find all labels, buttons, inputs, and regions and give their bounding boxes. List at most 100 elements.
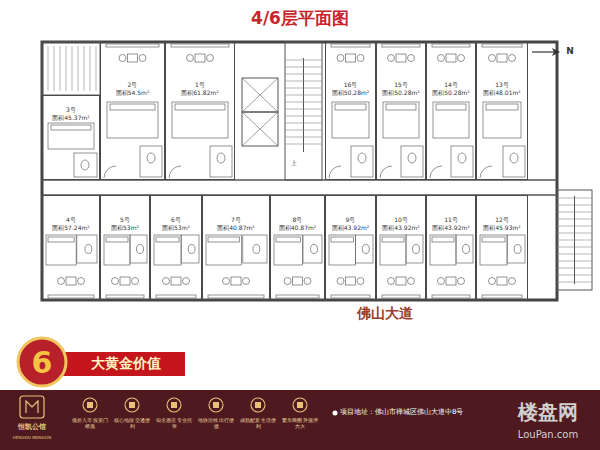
room-area: 面积57.24m²: [52, 224, 89, 232]
toilet: [188, 245, 195, 254]
elevator: [242, 78, 278, 112]
north-label: N: [566, 47, 574, 57]
window: [48, 295, 94, 298]
window: [171, 44, 229, 47]
stair-tread: [557, 219, 592, 220]
stair-tread: [72, 46, 73, 91]
banner: [62, 352, 185, 376]
pillow: [382, 237, 404, 242]
feature-caption: 成熟配套 生活便利: [238, 418, 278, 429]
bathroom: [140, 146, 162, 177]
bathroom: [130, 235, 147, 263]
pillow: [110, 104, 155, 110]
bottom-band: [0, 390, 600, 450]
pillow: [335, 104, 366, 110]
bed: [329, 235, 356, 265]
toilet: [463, 245, 470, 254]
door-swing: [329, 166, 341, 178]
stair-tread: [557, 212, 592, 213]
bed: [172, 102, 228, 138]
chair: [489, 55, 496, 62]
elevator-cross: [242, 78, 278, 112]
toilet: [358, 153, 366, 163]
stair-tread: [66, 46, 67, 91]
table: [120, 277, 130, 285]
room-box: 12号面积45.93m²: [476, 195, 528, 300]
room-number: 13号: [495, 81, 509, 89]
pillow: [156, 237, 179, 242]
toilet: [81, 160, 89, 170]
stair-tread: [557, 254, 592, 255]
window: [482, 295, 522, 298]
logo-mark: [26, 401, 38, 413]
bathroom: [507, 235, 525, 263]
chair: [408, 55, 415, 62]
stair-tread: [285, 144, 322, 145]
bed: [433, 102, 469, 138]
bathroom: [456, 235, 473, 263]
room-area: 面积50.28m²: [432, 89, 469, 97]
room-number: 14号: [444, 81, 458, 89]
watermark: LouPan.com: [518, 429, 578, 440]
chair: [304, 278, 311, 285]
watermark: 楼盘网: [518, 401, 578, 423]
feature-icon: [213, 402, 219, 408]
chair: [388, 278, 395, 285]
table: [497, 54, 507, 62]
table: [195, 54, 205, 62]
bathroom: [303, 235, 322, 263]
furniture: [46, 44, 525, 298]
chair: [187, 55, 194, 62]
banner-text: 大黄金价值: [91, 356, 161, 371]
window: [382, 295, 420, 298]
chair: [163, 278, 170, 285]
room-area: 面积53m²: [111, 224, 139, 232]
table: [396, 277, 406, 285]
table: [128, 54, 138, 62]
stairwell: [42, 42, 100, 95]
room-box: 1号面积61.82m²: [165, 42, 235, 180]
chair: [337, 278, 344, 285]
chair: [112, 278, 119, 285]
table: [66, 277, 76, 285]
room-box: 3号面积45.37m²: [42, 95, 100, 180]
window: [276, 295, 319, 298]
stair-tread: [557, 205, 592, 206]
elevator-cross: [242, 112, 278, 146]
toilet: [85, 245, 92, 254]
bed: [480, 235, 507, 265]
bed: [430, 235, 456, 265]
stair-tread: [90, 46, 91, 91]
bed: [483, 102, 521, 138]
stair-tread: [285, 67, 322, 68]
room-area: 面积48.01m²: [483, 89, 520, 97]
room-box: 15号面积50.28m²: [376, 42, 426, 180]
stair-tread: [285, 130, 322, 131]
room-number: 9号: [346, 216, 356, 224]
door-swing: [380, 166, 392, 178]
pillow: [331, 237, 354, 242]
room-box: 14号面积50.28m²: [426, 42, 476, 180]
window: [331, 295, 370, 298]
feature-icon: [83, 398, 97, 412]
bed: [154, 235, 181, 265]
window: [382, 44, 420, 47]
toilet: [413, 245, 420, 254]
outer-wall: [42, 42, 557, 300]
room-area: 面积54.5m²: [116, 89, 150, 97]
stairwell: [285, 42, 322, 180]
chair: [139, 55, 146, 62]
feature-icons: [83, 398, 307, 412]
bathroom: [401, 146, 423, 177]
bullet: [333, 411, 338, 416]
chair: [337, 55, 344, 62]
stair-tread: [285, 88, 322, 89]
room-number: 16号: [344, 81, 358, 89]
toilet: [311, 245, 318, 254]
room-number: 5号: [120, 216, 130, 224]
chair: [458, 278, 465, 285]
elevator-cross: [242, 112, 278, 146]
chair: [284, 278, 291, 285]
pillow: [482, 237, 505, 242]
window: [432, 295, 470, 298]
